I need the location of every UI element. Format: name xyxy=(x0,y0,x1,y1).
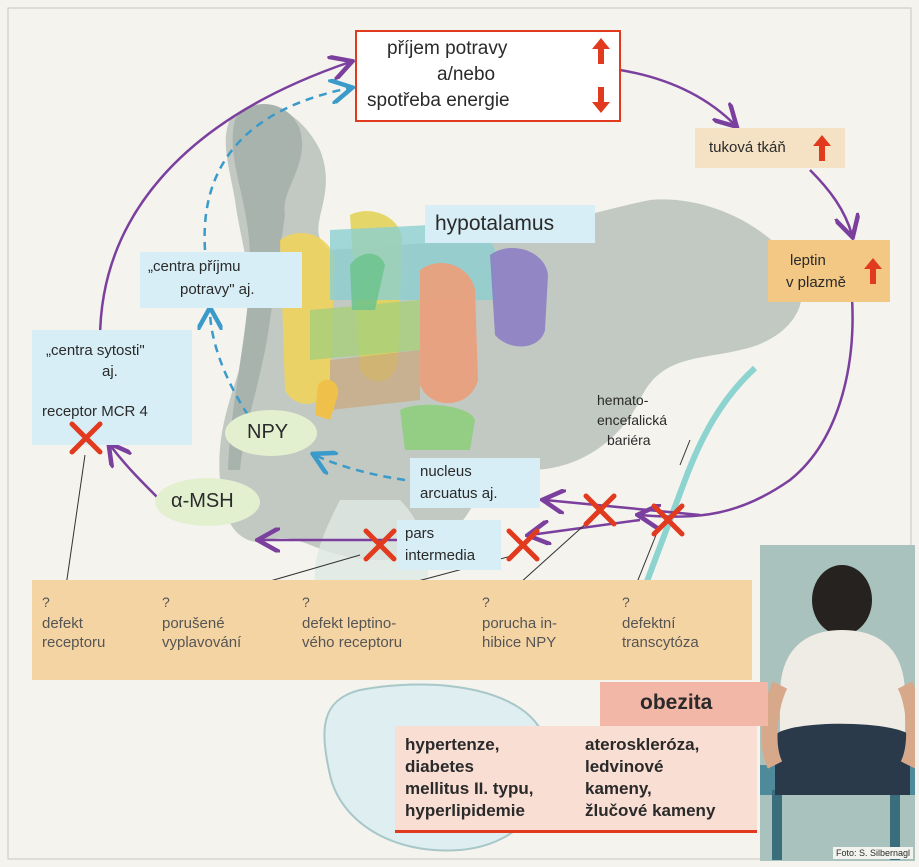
defect-line2: vyplavování xyxy=(162,634,241,651)
leptin-line1: leptin xyxy=(790,252,826,269)
feeding-center-line2: potravy" aj. xyxy=(180,281,255,298)
up-arrow-icon xyxy=(592,38,610,64)
defect-line2: transcytóza xyxy=(622,634,699,651)
up-arrow-icon xyxy=(864,258,882,284)
food-intake-line2: a/nebo xyxy=(437,64,495,86)
obesity-label: obezita xyxy=(640,691,712,715)
defect-line1: porucha in- xyxy=(482,615,557,632)
consequence-item: žlučové kameny xyxy=(585,800,715,822)
consequence-item: kameny, xyxy=(585,778,715,800)
feeding-center-box: „centra příjmu potravy" aj. xyxy=(140,252,302,308)
hypothalamus-label: hypotalamus xyxy=(435,212,554,236)
block-x-icon xyxy=(66,418,106,458)
npy-bubble: NPY xyxy=(225,410,317,456)
amsh-label: α-MSH xyxy=(171,490,234,513)
npy-label: NPY xyxy=(247,421,288,444)
pars-box: pars intermedia xyxy=(397,520,501,570)
defect-question: ? xyxy=(162,594,241,610)
satiety-center-line2: aj. xyxy=(102,363,118,380)
fat-tissue-label: tuková tkáň xyxy=(709,139,786,156)
photo-obese-person: Foto: S. Silbernagl xyxy=(760,545,915,861)
barrier-line2: encefalická xyxy=(597,412,667,428)
person-photo-image xyxy=(760,545,915,861)
block-x-icon xyxy=(503,525,543,565)
obesity-label-box: obezita xyxy=(600,682,768,726)
down-arrow-icon xyxy=(592,87,610,113)
food-intake-line1: příjem potravy xyxy=(387,38,507,60)
defect-question: ? xyxy=(482,594,557,610)
barrier-line1: hemato- xyxy=(597,392,648,408)
defect-item: ? porušené vyplavování xyxy=(162,594,241,651)
photo-credit: Foto: S. Silbernagl xyxy=(833,847,913,859)
fat-tissue-box: tuková tkáň xyxy=(695,128,845,168)
pars-line1: pars xyxy=(405,525,434,542)
arrow-fat-to-leptin xyxy=(810,170,852,235)
up-arrow-icon xyxy=(813,135,831,161)
defect-line1: defektní xyxy=(622,615,699,632)
nucleus-line1: nucleus xyxy=(420,463,472,480)
leptin-box: leptin v plazmě xyxy=(768,240,890,302)
barrier-line xyxy=(640,368,755,600)
block-x-icon xyxy=(360,525,400,565)
consequence-item: ledvinové xyxy=(585,756,715,778)
defect-question: ? xyxy=(622,594,699,610)
satiety-center-line1: „centra sytosti" xyxy=(46,342,145,359)
consequences-right: ateroskleróza, ledvinové kameny, žlučové… xyxy=(585,734,715,822)
amsh-bubble: α-MSH xyxy=(155,478,260,526)
pars-line2: intermedia xyxy=(405,547,475,564)
block-x-icon xyxy=(580,490,620,530)
defect-item: ? defekt leptino- vého receptoru xyxy=(302,594,402,651)
food-intake-line3: spotřeba energie xyxy=(367,90,510,112)
block-x-icon xyxy=(648,500,688,540)
leptin-line2: v plazmě xyxy=(786,274,846,291)
arrow-intake-to-fat xyxy=(620,70,735,125)
defect-line2: vého receptoru xyxy=(302,634,402,651)
defect-question: ? xyxy=(302,594,402,610)
consequence-item: hyperlipidemie xyxy=(405,800,533,822)
satiety-center-box: „centra sytosti" aj. receptor MCR 4 xyxy=(32,330,192,445)
consequence-item: diabetes xyxy=(405,756,533,778)
consequence-item: mellitus II. typu, xyxy=(405,778,533,800)
consequence-item: ateroskleróza, xyxy=(585,734,715,756)
consequences-left: hypertenze, diabetes mellitus II. typu, … xyxy=(405,734,533,822)
consequence-item: hypertenze, xyxy=(405,734,533,756)
food-intake-box: příjem potravy a/nebo spotřeba energie xyxy=(355,30,621,122)
defects-panel: ? defekt receptoru ? porušené vyplavován… xyxy=(32,580,752,680)
barrier-line3: bariéra xyxy=(607,432,651,448)
nucleus-box: nucleus arcuatus aj. xyxy=(410,458,540,508)
defect-line1: porušené xyxy=(162,615,241,632)
defect-question: ? xyxy=(42,594,105,610)
defect-item: ? porucha in- hibice NPY xyxy=(482,594,557,651)
defect-line2: hibice NPY xyxy=(482,634,557,651)
defect-line2: receptoru xyxy=(42,634,105,651)
nucleus-line2: arcuatus aj. xyxy=(420,485,498,502)
hypothalamus-label-box: hypotalamus xyxy=(425,205,595,243)
defect-line1: defekt xyxy=(42,615,105,632)
defect-item: ? defektní transcytóza xyxy=(622,594,699,651)
defect-line1: defekt leptino- xyxy=(302,615,402,632)
feeding-center-line1: „centra příjmu xyxy=(148,258,241,275)
consequences-box: hypertenze, diabetes mellitus II. typu, … xyxy=(395,726,757,833)
defect-item: ? defekt receptoru xyxy=(42,594,105,651)
